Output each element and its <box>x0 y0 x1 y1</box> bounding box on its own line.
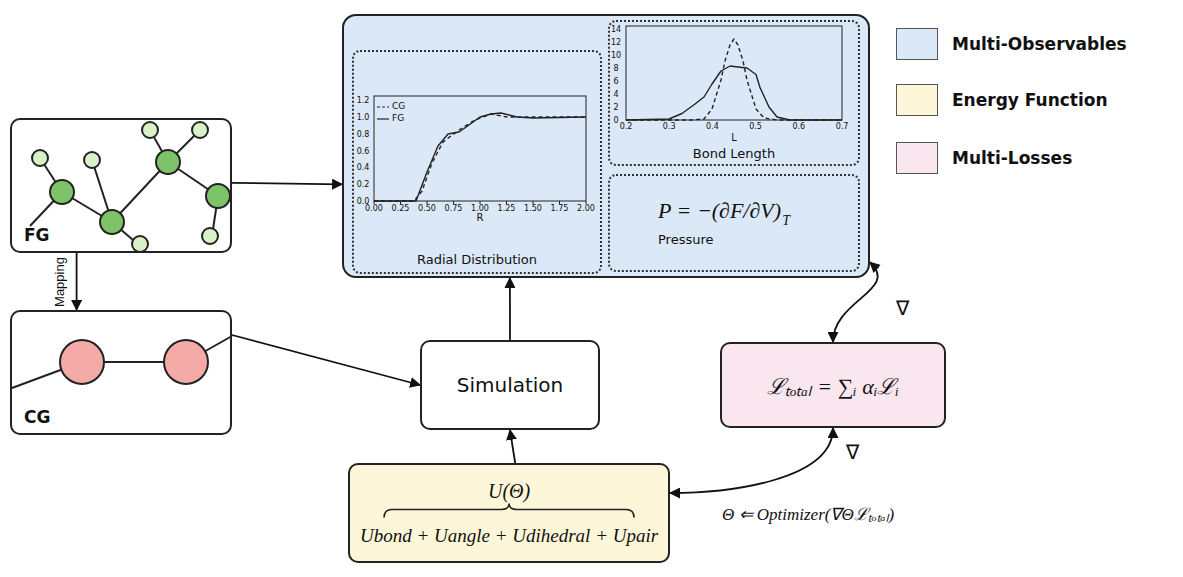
connector-arrow <box>510 430 515 463</box>
text-row: FG <box>24 225 50 245</box>
text-row: Ubond + Uangle + Udihedral + Upair <box>360 525 658 547</box>
tick-label: 1.00 <box>471 204 489 213</box>
node-text: Pressure <box>658 232 714 247</box>
brace <box>384 504 634 518</box>
text-row: Radial Distribution <box>417 249 537 268</box>
text-row: Simulation <box>457 373 564 397</box>
bond-plot <box>626 26 842 120</box>
node-text: Simulation <box>457 373 564 397</box>
plot-label: FG <box>392 113 404 123</box>
tick-label: 0.3 <box>663 122 676 131</box>
plot-label: L <box>731 132 737 143</box>
text-row: CG <box>24 407 50 427</box>
rdf-panel: Radial Distribution <box>352 50 602 274</box>
fg-molecule <box>30 122 230 252</box>
tick-label: 1.0 <box>357 113 370 122</box>
node-text: CG <box>24 407 50 427</box>
tick-label: 4 <box>613 90 618 99</box>
node-text: P = −(∂F/∂V) <box>658 198 781 223</box>
tick-label: 2.00 <box>577 204 595 213</box>
text-row: ℒₜₒₜₐₗ = ∑ᵢ αᵢℒᵢ <box>767 370 899 400</box>
loss-box: ℒₜₒₜₐₗ = ∑ᵢ αᵢℒᵢ <box>720 342 946 428</box>
node-text: T <box>782 213 790 228</box>
tick-label: 0 <box>613 116 618 125</box>
observables-panel: Radial Distribution Bond Length P = −(∂F/∂… <box>342 14 870 278</box>
connector-arrow <box>509 278 511 340</box>
node-text: ℒₜₒₜₐₗ = ∑ᵢ αᵢℒᵢ <box>767 374 899 399</box>
tick-label: 0.50 <box>418 204 436 213</box>
cg-beads <box>12 336 232 388</box>
node-text: Ubond + Uangle + Udihedral + Upair <box>360 525 658 546</box>
connector-arrow <box>833 262 878 342</box>
legend-text: Multi-Losses <box>952 148 1072 168</box>
pressure-panel: P = −(∂F/∂V)T Pressure <box>608 174 860 272</box>
tick-label: 0.4 <box>357 163 370 172</box>
connector-arrow <box>232 335 420 385</box>
text-row: Pressure <box>658 229 714 248</box>
energy-fill <box>348 463 670 563</box>
tick-label: 1.50 <box>524 204 542 213</box>
node-text: U(Θ) <box>488 480 530 502</box>
connector-arrow <box>232 183 342 184</box>
simulation-box: Simulation <box>420 340 600 430</box>
gradient-label: ∇ <box>846 440 859 464</box>
fg-box: FG <box>10 118 232 253</box>
observables-fill <box>342 14 870 278</box>
rdf-plot <box>374 96 586 204</box>
node-text: FG <box>24 225 50 245</box>
tick-label: 2 <box>613 103 618 112</box>
tick-label: 0.75 <box>445 204 463 213</box>
tick-label: 0.2 <box>357 180 370 189</box>
tick-label: 14 <box>611 25 621 34</box>
node-text: Bond Length <box>693 146 775 161</box>
connector-arrow <box>76 253 78 310</box>
legend-text: Energy Function <box>952 90 1108 110</box>
tick-label: 1.75 <box>551 204 569 213</box>
legend-text: Multi-Observables <box>952 34 1127 54</box>
gradient-label: ∇ <box>896 296 909 320</box>
text-row: Bond Length <box>693 143 775 162</box>
tick-label: 1.25 <box>498 204 516 213</box>
text-row: U(Θ) <box>488 480 530 503</box>
plot-label: R <box>477 212 484 223</box>
tick-label: 10 <box>611 51 621 60</box>
tick-label: 0.4 <box>706 122 719 131</box>
plot-label: CG <box>392 101 405 111</box>
tick-label: 0.5 <box>749 122 762 131</box>
tick-label: 0.25 <box>392 204 410 213</box>
tick-label: 0.7 <box>836 122 849 131</box>
tick-label: 0.2 <box>620 122 633 131</box>
energy-box: U(Θ) Ubond + Uangle + Udihedral + Upair <box>348 463 670 563</box>
text-row: P = −(∂F/∂V)T <box>658 198 790 229</box>
tick-label: 0.0 <box>357 197 370 206</box>
tick-label: 6 <box>613 77 618 86</box>
tick-label: 12 <box>611 38 621 47</box>
tick-label: 0.6 <box>792 122 805 131</box>
tick-label: 0.8 <box>357 129 370 138</box>
edge-label: Mapping <box>51 256 66 308</box>
tick-label: 0.6 <box>357 146 370 155</box>
cg-box: CG <box>10 310 232 435</box>
legend-swatch <box>896 142 938 174</box>
legend-swatch <box>896 28 938 60</box>
node-text: Radial Distribution <box>417 252 537 267</box>
connector-arrow <box>670 428 833 493</box>
tick-label: 8 <box>613 64 618 73</box>
gradient-label: Θ ⇐ Optimizer(∇Θℒₜₒₜₐₗ) <box>722 502 894 525</box>
legend-swatch <box>896 84 938 116</box>
tick-label: 1.2 <box>357 96 370 105</box>
bond-panel: Bond Length <box>608 20 860 166</box>
